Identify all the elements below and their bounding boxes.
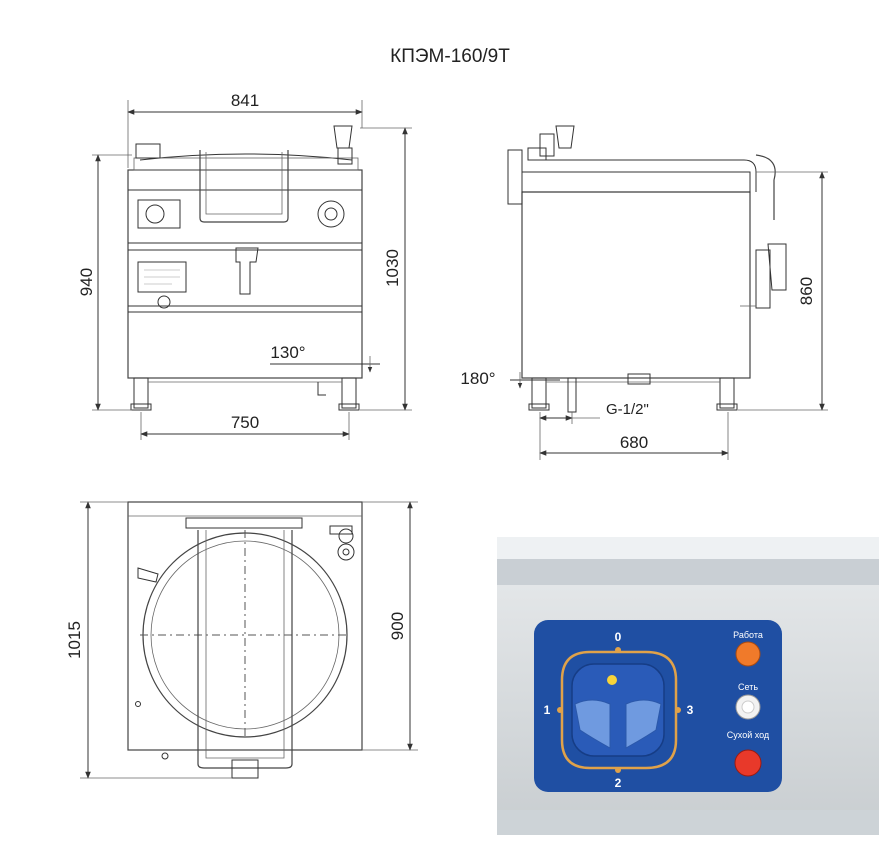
control-block-icon xyxy=(137,199,181,229)
side-dimensions: 180° 860 G-1/2" 680 xyxy=(460,171,828,460)
dim-130: 130° xyxy=(270,343,305,362)
dial-pos-1: 1 xyxy=(544,703,551,717)
dial-ring xyxy=(560,650,678,770)
dim-g12: G-1/2" xyxy=(606,401,649,418)
pouring-tap-icon xyxy=(555,125,575,149)
fitting-icon xyxy=(135,143,161,159)
lamp-label-work: Работа xyxy=(733,630,763,640)
work-lamp-icon xyxy=(735,641,761,667)
lamp-label-dry-run: Сухой ход xyxy=(727,730,770,740)
dim-1030: 1030 xyxy=(383,249,402,287)
dial-pos-0: 0 xyxy=(615,630,622,644)
front-view xyxy=(127,125,363,411)
dim-940: 940 xyxy=(77,268,96,296)
nameplate-icon xyxy=(137,261,187,293)
drain-pipe-icon xyxy=(567,377,577,413)
dim-860: 860 xyxy=(797,277,816,305)
mode-dial[interactable] xyxy=(571,663,665,757)
lamp-label-mains: Сеть xyxy=(738,682,758,692)
side-view xyxy=(507,125,787,413)
front-dimensions: 841 940 1030 130° 750 xyxy=(77,91,412,440)
dim-900: 900 xyxy=(388,612,407,640)
dim-1015: 1015 xyxy=(65,621,84,659)
dim-180: 180° xyxy=(460,369,495,388)
dim-680: 680 xyxy=(620,433,648,452)
control-panel-photo: 0 1 2 3 Работа Сеть Сухой ход xyxy=(497,537,879,835)
top-view xyxy=(127,501,363,779)
tap-icon xyxy=(235,247,259,295)
dim-841: 841 xyxy=(231,91,259,110)
dial-pos-3: 3 xyxy=(687,703,694,717)
knob-icon xyxy=(317,200,345,228)
dial-indicator-dot xyxy=(607,675,617,685)
side-tap-icon xyxy=(767,243,787,291)
dim-750: 750 xyxy=(231,413,259,432)
dial-pos-2: 2 xyxy=(615,776,622,790)
pouring-tap-icon xyxy=(333,125,353,149)
dry-run-lamp-icon xyxy=(734,749,762,777)
top-dimensions: 1015 900 xyxy=(65,501,418,779)
drawing-title: КПЭМ-160/9Т xyxy=(390,46,510,67)
